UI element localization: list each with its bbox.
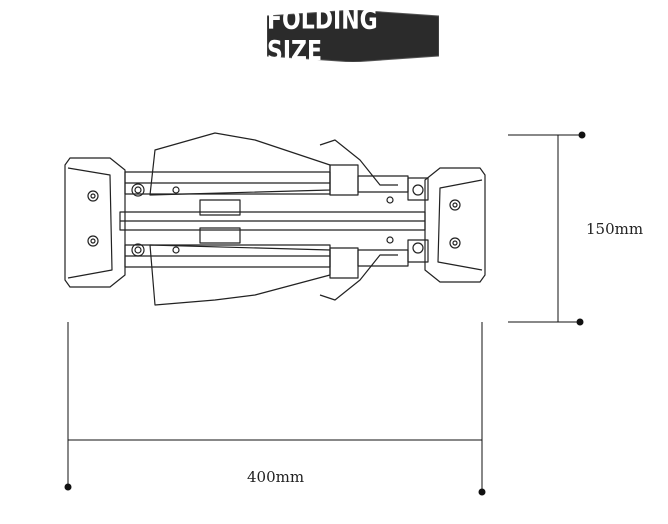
height-dimension-dot-bottom xyxy=(576,318,584,326)
folding-size-badge: FOLDING SIZE xyxy=(266,5,440,67)
right-end-cap xyxy=(424,167,486,283)
width-dimension-dot-right xyxy=(478,488,486,496)
height-dimension-dot-top xyxy=(578,131,586,139)
badge-title: FOLDING SIZE xyxy=(267,4,378,68)
height-dimension-label: 150mm xyxy=(586,220,644,238)
left-end-cap xyxy=(64,157,126,288)
width-dimension-label: 400mm xyxy=(247,468,305,486)
width-dimension-dot-left xyxy=(64,483,72,491)
